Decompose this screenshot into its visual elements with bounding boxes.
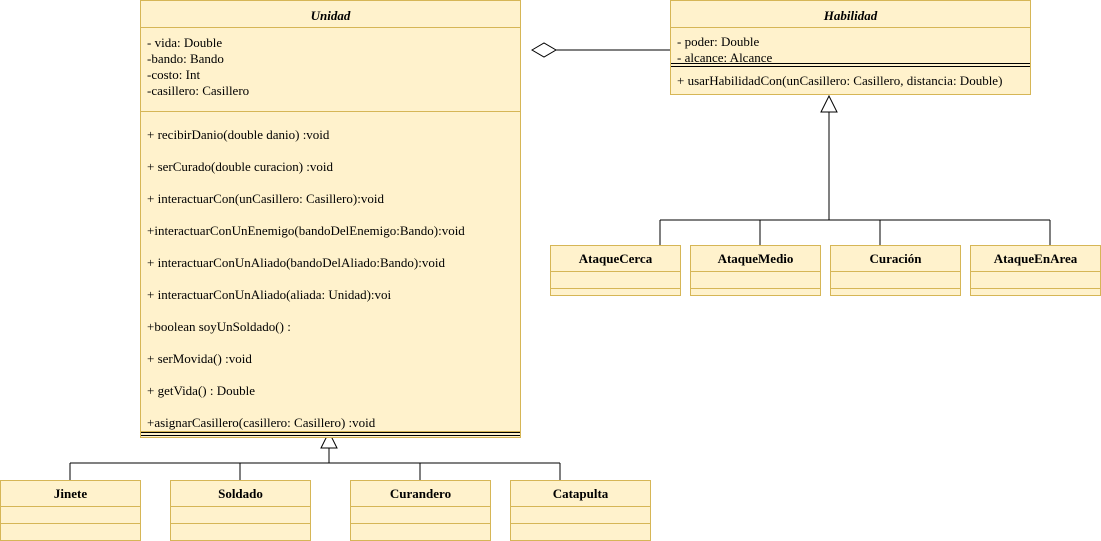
class-attributes bbox=[1, 507, 140, 524]
class-habilidad-attributes: - poder: Double - alcance: Alcance bbox=[671, 28, 1030, 65]
class-name: AtaqueMedio bbox=[691, 246, 820, 272]
class-unidad-methods: + recibirDanio(double danio) :void + ser… bbox=[141, 112, 520, 432]
aggregation-edge[interactable] bbox=[531, 42, 670, 58]
class-methods bbox=[1, 524, 140, 540]
class-attributes bbox=[511, 507, 650, 524]
method: +asignarCasillero(casillero: Casillero) … bbox=[147, 415, 376, 430]
class-methods bbox=[551, 289, 680, 295]
class-methods bbox=[831, 289, 960, 295]
class-name: Jinete bbox=[1, 481, 140, 507]
class-soldado[interactable]: Soldado bbox=[170, 480, 311, 541]
class-attributes bbox=[831, 272, 960, 289]
unidad-inheritance-edges[interactable] bbox=[69, 430, 561, 480]
class-ataque-medio[interactable]: AtaqueMedio bbox=[690, 245, 821, 296]
class-attributes bbox=[171, 507, 310, 524]
class-ataque-en-area[interactable]: AtaqueEnArea bbox=[970, 245, 1101, 296]
attribute: -casillero: Casillero bbox=[147, 83, 250, 98]
attribute: -costo: Int bbox=[147, 67, 201, 82]
class-methods bbox=[971, 289, 1100, 295]
method: + recibirDanio(double danio) :void bbox=[147, 127, 330, 142]
class-methods bbox=[171, 524, 310, 540]
class-ataque-cerca[interactable]: AtaqueCerca bbox=[550, 245, 681, 296]
class-name: AtaqueEnArea bbox=[971, 246, 1100, 272]
class-unidad-attributes: - vida: Double -bando: Bando -costo: Int… bbox=[141, 28, 520, 112]
class-curacion[interactable]: Curación bbox=[830, 245, 961, 296]
class-curandero[interactable]: Curandero bbox=[350, 480, 491, 541]
method: + serCurado(double curacion) :void bbox=[147, 159, 334, 174]
method: + getVida() : Double bbox=[147, 383, 255, 398]
method: + serMovida() :void bbox=[147, 351, 252, 366]
class-name: Soldado bbox=[171, 481, 310, 507]
class-unidad[interactable]: Unidad - vida: Double -bando: Bando -cos… bbox=[140, 0, 521, 438]
class-attributes bbox=[691, 272, 820, 289]
method: + interactuarConUnAliado(bandoDelAliado:… bbox=[147, 255, 445, 270]
method: + interactuarCon(unCasillero: Casillero)… bbox=[147, 191, 384, 206]
attribute: -bando: Bando bbox=[147, 51, 224, 66]
class-attributes bbox=[551, 272, 680, 289]
attribute: - alcance: Alcance bbox=[677, 50, 773, 65]
class-name: Curación bbox=[831, 246, 960, 272]
class-unidad-divider bbox=[141, 432, 520, 436]
class-habilidad-methods: + usarHabilidadCon(unCasillero: Casiller… bbox=[671, 67, 1030, 94]
class-name: Catapulta bbox=[511, 481, 650, 507]
class-attributes bbox=[971, 272, 1100, 289]
attribute: - vida: Double bbox=[147, 35, 223, 50]
class-methods bbox=[691, 289, 820, 295]
class-habilidad[interactable]: Habilidad - poder: Double - alcance: Alc… bbox=[670, 0, 1031, 95]
class-name: AtaqueCerca bbox=[551, 246, 680, 272]
class-jinete[interactable]: Jinete bbox=[0, 480, 141, 541]
class-name: Curandero bbox=[351, 481, 490, 507]
class-methods bbox=[351, 524, 490, 540]
class-attributes bbox=[351, 507, 490, 524]
habilidad-inheritance-edges[interactable] bbox=[659, 94, 1051, 245]
method: +interactuarConUnEnemigo(bandoDelEnemigo… bbox=[147, 223, 465, 238]
class-catapulta[interactable]: Catapulta bbox=[510, 480, 651, 541]
class-habilidad-name: Habilidad bbox=[671, 1, 1030, 28]
method: + interactuarConUnAliado(aliada: Unidad)… bbox=[147, 287, 392, 302]
class-methods bbox=[511, 524, 650, 540]
attribute: - poder: Double bbox=[677, 34, 760, 49]
method: +boolean soyUnSoldado() : bbox=[147, 319, 291, 334]
method: + usarHabilidadCon(unCasillero: Casiller… bbox=[677, 73, 1003, 88]
class-unidad-name: Unidad bbox=[141, 1, 520, 28]
class-habilidad-divider bbox=[671, 64, 1030, 67]
